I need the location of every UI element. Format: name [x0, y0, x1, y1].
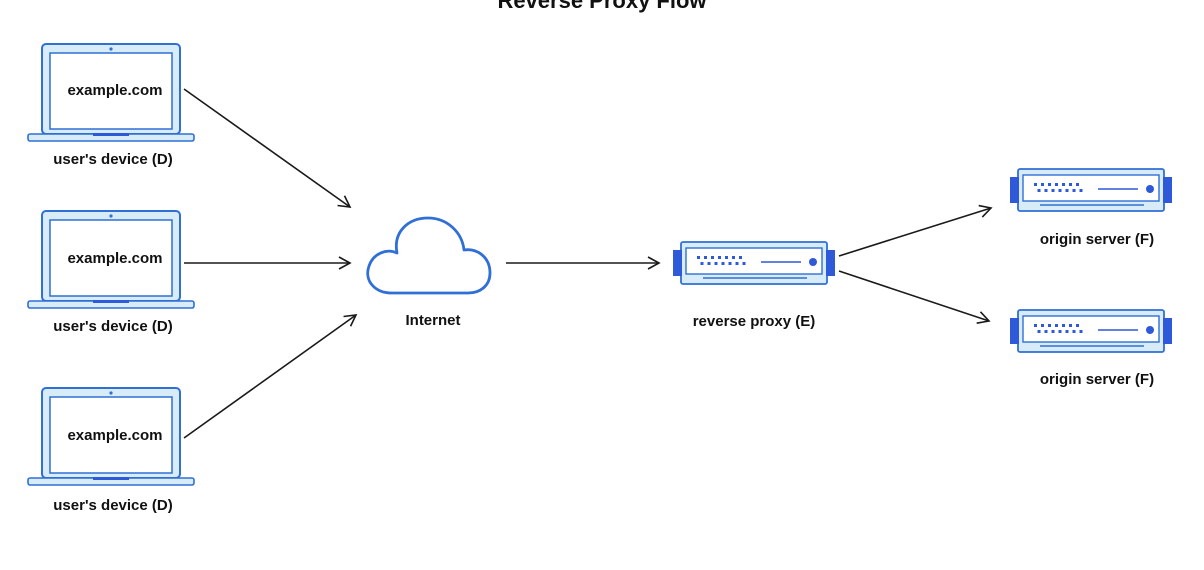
user-device-3: example.com user's device (D): [27, 387, 195, 514]
device-label: user's device (D): [53, 318, 172, 335]
reverse-proxy-node: reverse proxy (E): [672, 241, 836, 330]
user-device-1: example.com user's device (D): [27, 43, 195, 168]
diagram-title: Reverse Proxy Flow: [497, 0, 707, 13]
arrow-device1-to-internet: [183, 88, 352, 208]
server-icon: [1009, 168, 1173, 212]
device-screen-text: example.com: [67, 427, 162, 444]
device-screen-text: example.com: [67, 250, 162, 267]
device-label: user's device (D): [53, 497, 172, 514]
user-device-2: example.com user's device (D): [27, 210, 195, 335]
cloud-icon: [366, 216, 492, 295]
server-icon: [1009, 309, 1173, 353]
device-screen-text: example.com: [67, 82, 162, 99]
origin-server-label: origin server (F): [1040, 371, 1154, 388]
device-label: user's device (D): [53, 151, 172, 168]
arrow-device3-to-internet: [183, 314, 358, 439]
arrow-proxy-to-origin1: [838, 204, 993, 257]
internet-label: Internet: [405, 312, 460, 329]
flow-arrows: [183, 88, 993, 439]
reverse-proxy-label: reverse proxy (E): [693, 313, 816, 330]
internet-node: Internet: [366, 216, 492, 329]
arrow-proxy-to-origin2: [838, 270, 991, 325]
origin-server-label: origin server (F): [1040, 231, 1154, 248]
origin-server-2: origin server (F): [1009, 309, 1173, 388]
origin-server-1: origin server (F): [1009, 168, 1173, 248]
server-icon: [672, 241, 836, 285]
